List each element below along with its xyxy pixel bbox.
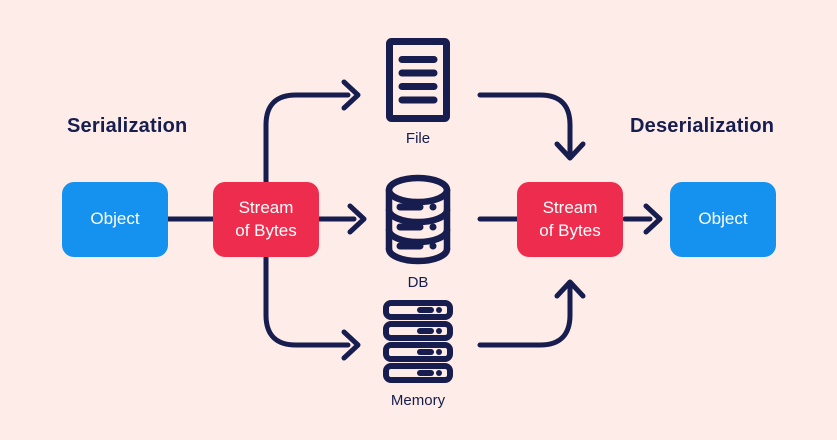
db-target: DB xyxy=(358,174,478,291)
stream-left-line1: Stream xyxy=(238,198,294,218)
object-node-source-label: Object xyxy=(90,209,140,229)
file-target: File xyxy=(358,38,478,147)
stream-right-line1: Stream xyxy=(542,198,598,218)
object-node-source: Object xyxy=(62,182,168,257)
serialization-title: Serialization xyxy=(67,115,188,137)
arrow-stream-to-file xyxy=(263,79,361,185)
stream-right-line2: of Bytes xyxy=(539,220,601,240)
memory-target: Memory xyxy=(358,300,478,409)
server-stack-icon xyxy=(383,300,453,383)
db-label: DB xyxy=(407,274,429,291)
stream-of-bytes-node-left: Stream of Bytes xyxy=(213,182,319,257)
file-label: File xyxy=(405,130,431,147)
file-icon xyxy=(386,38,450,122)
deserialization-title: Deserialization xyxy=(630,115,775,137)
arrow-file-to-stream xyxy=(477,92,586,161)
stream-of-bytes-node-right: Stream of Bytes xyxy=(517,182,623,257)
arrow-stream-to-memory xyxy=(263,254,361,361)
object-node-destination: Object xyxy=(670,182,776,257)
database-icon xyxy=(385,174,451,265)
stream-left-line2: of Bytes xyxy=(235,220,297,240)
arrow-memory-to-stream xyxy=(477,279,586,348)
arrow-stream-to-object xyxy=(622,203,663,235)
object-node-destination-label: Object xyxy=(698,209,748,229)
memory-label: Memory xyxy=(390,392,446,409)
